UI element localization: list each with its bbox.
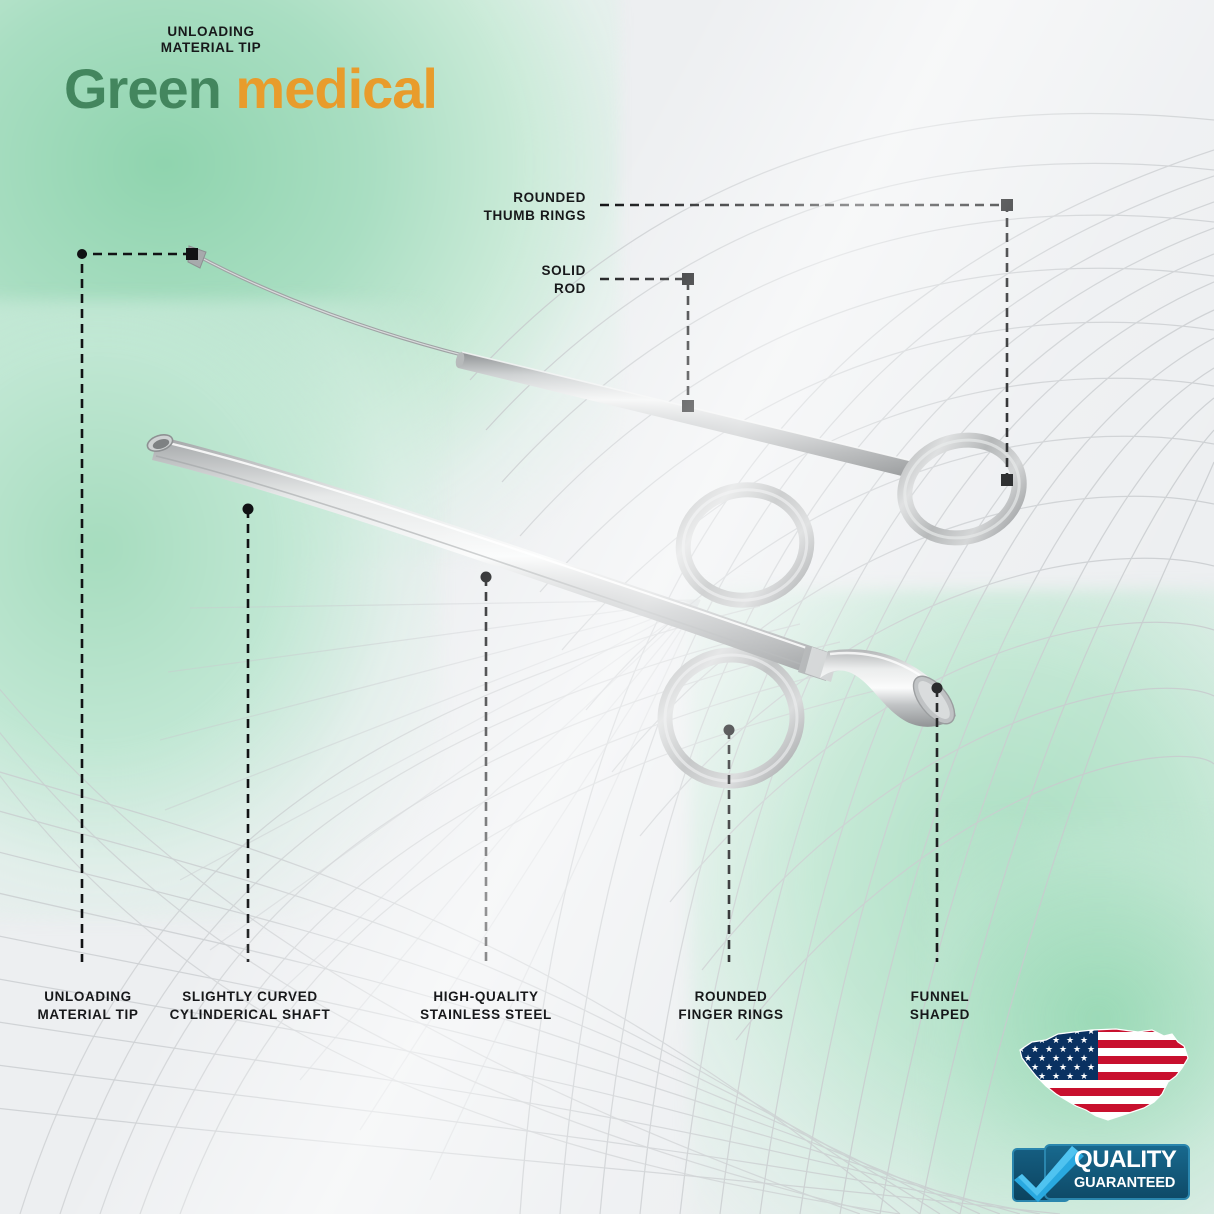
quality-badge-line2: GUARANTEED [1074,1175,1176,1191]
made-in-usa-flag-map-badge: ★★★★★★ ★★★★★ ★★★★★★ ★★★★★ ★★★★★★ ★★★★★ [1012,1024,1194,1128]
brand-wordmark: Green medical [64,57,438,120]
svg-text:★: ★ [1031,1026,1039,1036]
brand-name-green: Green [64,57,222,120]
callout-label-line2: THUMB RINGS [483,207,586,223]
svg-text:★: ★ [1024,1071,1032,1081]
callout-label-line1: ROUNDED [513,190,586,205]
callout-label-funnel-shaped: FUNNEL SHAPED [910,988,970,1023]
svg-text:★: ★ [1059,1062,1067,1072]
usa-map-icon: ★★★★★★ ★★★★★ ★★★★★★ ★★★★★ ★★★★★★ ★★★★★ [1017,1026,1189,1121]
callout-label-rounded-thumb-rings: ROUNDED THUMB RINGS [484,189,586,224]
callout-label-line1: HIGH-QUALITY [433,989,539,1004]
brand-name-orange: medical [235,57,438,120]
svg-text:★: ★ [1052,1071,1060,1081]
svg-text:★: ★ [1059,1044,1067,1054]
svg-text:★: ★ [1066,1071,1074,1081]
quality-guaranteed-badge: QUALITY GUARANTEED [1008,1140,1194,1204]
callout-label-line1: SLIGHTLY CURVED [182,989,318,1004]
svg-text:★: ★ [1080,1053,1088,1063]
svg-text:★: ★ [1038,1053,1046,1063]
callout-label-line2: MATERIAL TIP [37,1006,139,1022]
callout-label-line2: FINGER RINGS [678,1006,784,1022]
brand-kicker-line2: MATERIAL TIP [160,40,262,55]
callout-label-line2: ROD [554,280,586,296]
svg-text:★: ★ [1066,1035,1074,1045]
callout-label-slightly-curved-cylinderical-shaft: SLIGHTLY CURVED CYLINDERICAL SHAFT [170,988,331,1023]
callout-label-unloading-material-tip: UNLOADING MATERIAL TIP [37,988,138,1023]
svg-text:★: ★ [1017,1062,1025,1072]
brand-kicker: UNLOADING MATERIAL TIP [106,24,316,56]
checkmark-icon [1014,1146,1084,1202]
svg-text:★: ★ [1038,1071,1046,1081]
svg-text:★: ★ [1066,1053,1074,1063]
svg-text:★: ★ [1017,1026,1025,1036]
svg-text:★: ★ [1087,1044,1095,1054]
brand-logo: UNLOADING MATERIAL TIP Green medical [64,24,438,120]
callout-label-rounded-finger-rings: ROUNDED FINGER RINGS [678,988,783,1023]
callout-label-high-quality-stainless-steel: HIGH-QUALITY STAINLESS STEEL [420,988,552,1023]
svg-text:★: ★ [1080,1071,1088,1081]
callout-label-line1: SOLID [541,263,586,278]
svg-text:★: ★ [1031,1044,1039,1054]
brand-kicker-line1: UNLOADING [167,24,255,39]
svg-text:★: ★ [1024,1053,1032,1063]
svg-text:★: ★ [1087,1062,1095,1072]
svg-text:★: ★ [1080,1035,1088,1045]
svg-text:★: ★ [1073,1026,1081,1036]
svg-text:★: ★ [1045,1062,1053,1072]
callout-label-line2: SHAPED [909,1006,971,1022]
svg-text:★: ★ [1073,1062,1081,1072]
callout-label-line1: UNLOADING [44,989,132,1004]
svg-text:★: ★ [1031,1062,1039,1072]
callout-label-line1: ROUNDED [694,989,768,1004]
quality-badge-text: QUALITY GUARANTEED [1074,1148,1194,1191]
svg-text:★: ★ [1087,1026,1095,1036]
callout-label-line2: CYLINDERICAL SHAFT [169,1006,331,1022]
svg-text:★: ★ [1045,1026,1053,1036]
svg-text:★: ★ [1052,1035,1060,1045]
callout-label-line2: STAINLESS STEEL [420,1006,552,1022]
callout-label-line1: FUNNEL [910,989,970,1004]
svg-text:★: ★ [1052,1053,1060,1063]
svg-text:★: ★ [1045,1044,1053,1054]
svg-text:★: ★ [1073,1044,1081,1054]
quality-badge-line1: QUALITY [1074,1146,1177,1173]
callout-label-solid-rod: SOLID ROD [541,262,586,297]
